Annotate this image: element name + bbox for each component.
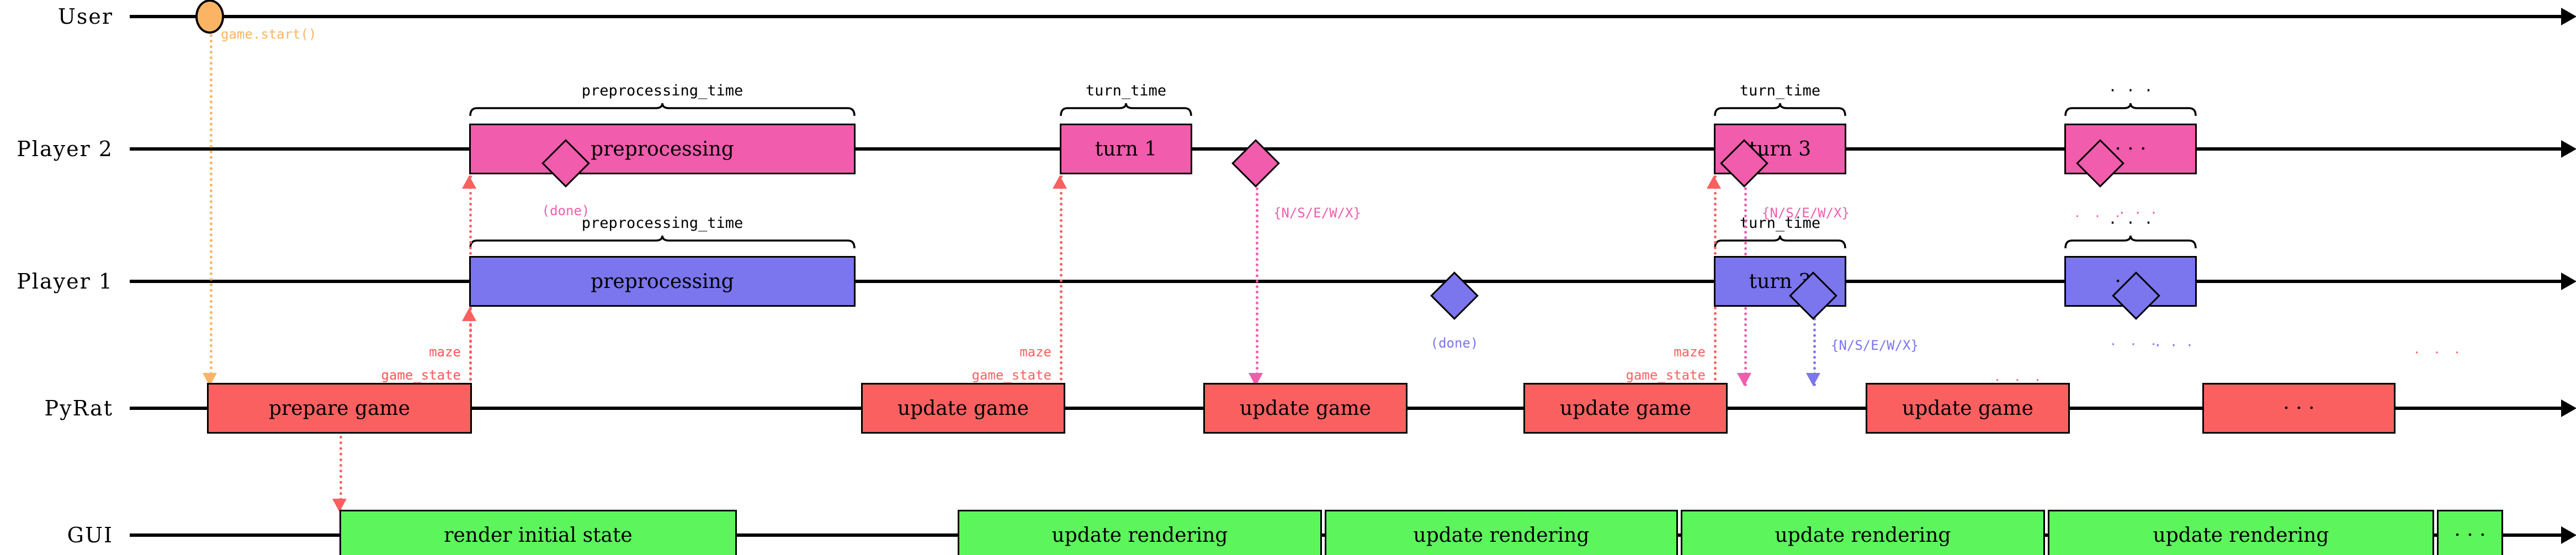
message-arrowhead — [1737, 373, 1751, 386]
message-label: maze — [429, 344, 461, 360]
lifeline-arrow-player2 — [2561, 140, 2576, 158]
ellipsis-decoration: · · · — [2414, 345, 2465, 361]
lifeline-arrow-player1 — [2561, 273, 2576, 290]
brace — [469, 235, 856, 249]
message-line — [210, 29, 213, 386]
message-line — [1256, 171, 1258, 386]
lifeline-player1 — [130, 280, 2561, 283]
activation-pyrat[interactable]: · · · — [2202, 383, 2396, 434]
diamond-label: · · · — [2154, 338, 2194, 353]
message-arrowhead — [1806, 373, 1820, 386]
diamond-label: {N/S/E/W/X} — [1831, 338, 1919, 353]
lifeline-user — [130, 15, 2561, 18]
message-line — [339, 436, 342, 512]
message-label: game_state — [381, 367, 461, 383]
message-line — [1060, 175, 1063, 386]
brace-label: turn_time — [1085, 82, 1167, 99]
lane-label-gui: GUI — [67, 523, 113, 547]
brace-label: turn_time — [1739, 215, 1821, 232]
start-marker-icon[interactable] — [195, 0, 224, 34]
brace — [1714, 103, 1846, 117]
activation-gui[interactable]: update rendering — [1681, 510, 2045, 555]
diamond-label: (done) — [541, 203, 590, 218]
brace — [2064, 103, 2197, 117]
lifeline-arrow-pyrat — [2561, 399, 2576, 417]
diamond-label: {N/S/E/W/X} — [1273, 205, 1361, 221]
message-arrowhead — [462, 175, 476, 189]
diamond-label: · · · — [2118, 205, 2158, 221]
message-label: maze — [1674, 344, 1706, 360]
activation-pyrat[interactable]: update game — [1523, 383, 1728, 434]
lane-label-pyrat: PyRat — [44, 396, 113, 420]
activation-pyrat[interactable]: update game — [861, 383, 1065, 434]
ellipsis-decoration: · · · — [2075, 209, 2126, 225]
ellipsis-decoration: · · · — [2111, 337, 2161, 353]
brace — [2064, 235, 2197, 249]
message-arrowhead — [462, 308, 476, 321]
activation-player1[interactable]: preprocessing — [469, 256, 856, 307]
activation-player1[interactable]: turn 3 — [1714, 256, 1846, 307]
message-line — [469, 308, 472, 386]
brace-label: · · · — [2108, 82, 2153, 99]
decision-diamond[interactable] — [1430, 271, 1479, 320]
message-label: maze — [429, 344, 461, 360]
activation-gui[interactable]: update rendering — [958, 510, 1322, 555]
brace — [469, 103, 856, 117]
message-label: game.start() — [221, 26, 317, 42]
diamond-label: (done) — [1430, 335, 1479, 351]
message-line — [1813, 307, 1816, 386]
lifeline-player2 — [130, 147, 2561, 151]
lane-label-player1: Player 1 — [17, 269, 113, 293]
activation-gui[interactable]: · · · — [2437, 510, 2503, 555]
activation-gui[interactable]: render initial state — [339, 510, 737, 555]
lifeline-arrow-gui — [2561, 526, 2576, 544]
activation-pyrat[interactable]: update game — [1866, 383, 2070, 434]
brace-label: turn_time — [1739, 82, 1821, 99]
lane-label-user: User — [57, 4, 113, 29]
brace — [1060, 103, 1192, 117]
activation-pyrat[interactable]: prepare game — [207, 383, 472, 434]
activation-pyrat[interactable]: update game — [1203, 383, 1407, 434]
activation-gui[interactable]: update rendering — [1325, 510, 1678, 555]
brace-label: preprocessing_time — [581, 215, 743, 232]
activation-player2[interactable]: turn 1 — [1060, 124, 1192, 174]
lifeline-arrow-user — [2561, 8, 2576, 25]
diamond-label: {N/S/E/W/X} — [1762, 205, 1850, 221]
brace-label: preprocessing_time — [581, 82, 743, 99]
message-arrowhead — [1053, 175, 1067, 189]
message-label: game_state — [971, 367, 1052, 383]
lane-label-player2: Player 2 — [17, 137, 113, 161]
activation-gui[interactable]: update rendering — [2048, 510, 2434, 555]
activation-player2[interactable]: preprocessing — [469, 124, 856, 174]
message-label: maze — [1019, 344, 1051, 360]
message-arrowhead — [1707, 175, 1721, 189]
message-label: game_state — [381, 367, 461, 383]
brace-label: · · · — [2108, 215, 2153, 232]
brace — [1714, 235, 1846, 249]
message-label: game_state — [1626, 367, 1706, 383]
decision-diamond[interactable] — [1231, 139, 1280, 188]
